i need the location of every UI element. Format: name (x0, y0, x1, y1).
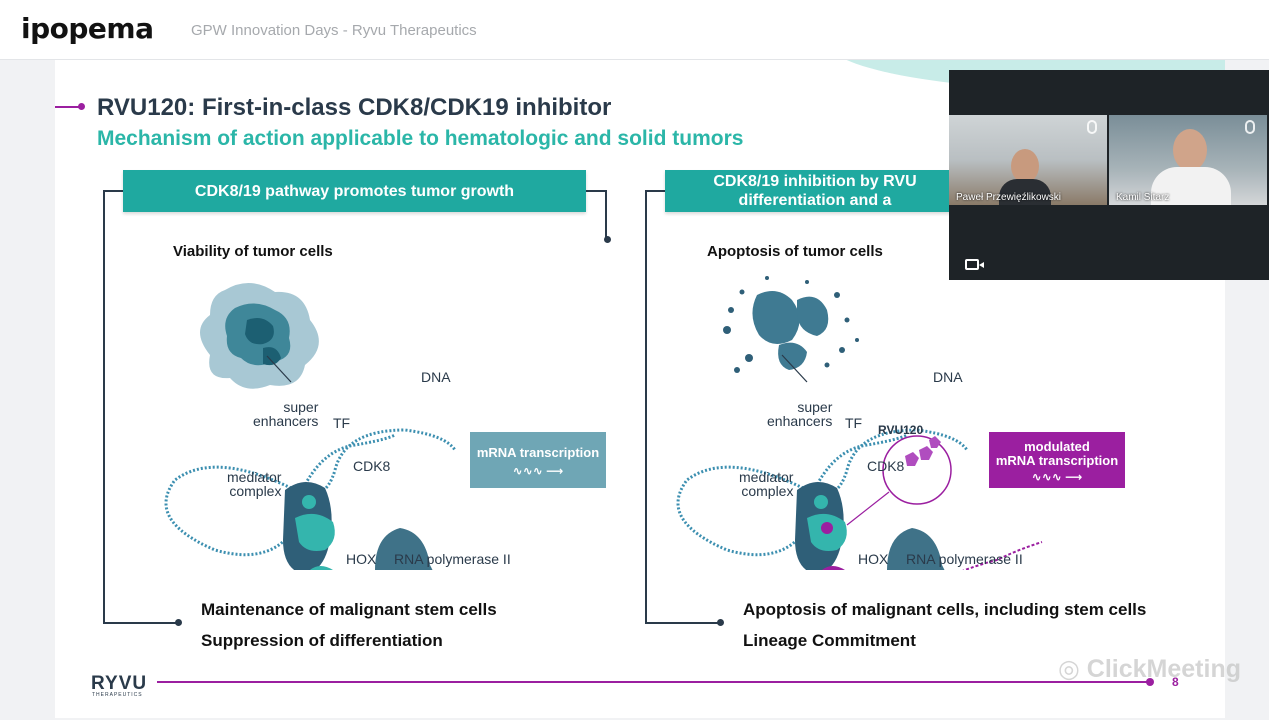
mediator-complex-icon (795, 482, 847, 570)
right-super-enhancers-text: super enhancers (767, 399, 833, 429)
right-mediator-text: mediator complex (739, 469, 794, 499)
participant-avatar (1173, 129, 1207, 171)
slide-title: RVU120: First-in-class CDK8/CDK19 inhibi… (97, 94, 612, 121)
footer-divider (157, 681, 1149, 683)
right-dna-label: DNA (933, 369, 963, 385)
right-section-label: Apoptosis of tumor cells (707, 243, 883, 260)
clickmeeting-text: ClickMeeting (1086, 655, 1241, 683)
tumor-cell-icon (200, 282, 319, 389)
participant-body (999, 179, 1051, 205)
left-cdk8-label: CDK8 (353, 458, 391, 474)
right-mrna-box: modulated mRNA transcription ∿∿∿ ⟶ (989, 432, 1125, 488)
brand-logo[interactable]: ipopema (21, 12, 154, 45)
ryvu-logo: RYVU (91, 673, 148, 694)
left-panel-bracket-top (103, 190, 123, 192)
right-mediator-label: mediator complex (739, 470, 793, 498)
right-bottom-line-1: Apoptosis of malignant cells, including … (743, 600, 1147, 619)
left-panel-bracket (103, 190, 608, 624)
rna-polymerase-icon (375, 528, 433, 570)
right-bottom-line-2: Lineage Commitment (743, 631, 916, 650)
ryvu-logo-subtitle: THERAPEUTICS (92, 692, 143, 698)
participant-name-2: Kamil Sitarz (1116, 192, 1170, 203)
camera-icon[interactable] (965, 259, 984, 270)
left-pathway-diagram (164, 282, 457, 570)
right-edge-rail (1269, 0, 1280, 720)
modulated-rna-strand (962, 541, 1043, 570)
left-bottom-line-1: Maintenance of malignant stem cells (201, 600, 497, 619)
video-tile-2[interactable]: Kamil Sitarz (1109, 115, 1267, 205)
clickmeeting-watermark: ◎ ClickMeeting (1058, 654, 1241, 684)
mediator-complex-icon (283, 482, 335, 570)
right-hox-label: HOX (858, 551, 889, 567)
page-number: 8 (1172, 675, 1179, 689)
left-mrna-arrow-icon: ∿∿∿ ⟶ (512, 464, 564, 478)
right-header-line-2: differentiation and a (738, 192, 892, 209)
right-drug-label: RVU120 (878, 423, 924, 437)
right-cdk8-label: CDK8 (867, 458, 905, 474)
left-tf-label: TF (333, 415, 351, 431)
right-mrna-text-1: modulated (1024, 439, 1090, 454)
title-marker (55, 103, 85, 110)
participant-body (1151, 167, 1231, 205)
right-panel-bracket (645, 190, 647, 624)
left-dna-label: DNA (421, 369, 451, 385)
top-bar: ipopema GPW Innovation Days - Ryvu Thera… (0, 0, 1280, 60)
right-panel-header: CDK8/19 inhibition by RVU differentiatio… (665, 170, 965, 212)
right-super-enhancers-label: super enhancers (767, 400, 832, 428)
right-header-line-1: CDK8/19 inhibition by RVU (713, 173, 917, 190)
left-panel-bracket-bottom (103, 622, 179, 624)
left-panel-bracket-right (585, 190, 607, 238)
right-mrna-arrow-icon: ∿∿∿ ⟶ (1031, 470, 1083, 484)
dna-strand (676, 428, 969, 557)
participant-avatar (1011, 149, 1039, 183)
right-bracket-dot-bottom (717, 619, 724, 626)
left-panel-header: CDK8/19 pathway promotes tumor growth (123, 170, 586, 212)
right-panel-bracket-bottom (645, 622, 721, 624)
event-title: GPW Innovation Days - Ryvu Therapeutics (191, 22, 477, 39)
video-tile-1[interactable]: Paweł Przewięźlikowski (949, 115, 1107, 205)
left-super-enhancers-label: super enhancers (253, 400, 318, 428)
left-hox-label: HOX (346, 551, 377, 567)
left-super-enhancers-text: super enhancers (253, 399, 319, 429)
right-mrna-text-2: mRNA transcription (995, 453, 1119, 468)
left-mrna-box: mRNA transcription ∿∿∿ ⟶ (470, 432, 606, 488)
rvu120-drug-icon (846, 435, 952, 526)
slide-subtitle: Mechanism of action applicable to hemato… (97, 127, 744, 150)
right-tf-label: TF (845, 415, 863, 431)
microphone-icon[interactable] (1087, 120, 1097, 134)
right-panel-bracket-top (645, 190, 665, 192)
video-panel[interactable]: Paweł Przewięźlikowski Kamil Sitarz (949, 70, 1269, 280)
left-bracket-dot-right (604, 236, 611, 243)
right-pathway-diagram (676, 276, 1043, 570)
left-bracket-dot-bottom (175, 619, 182, 626)
left-rnapol-label: RNA polymerase II (394, 551, 511, 567)
microphone-icon[interactable] (1245, 120, 1255, 134)
left-mediator-label: mediator complex (227, 470, 281, 498)
apoptotic-cell-icon (723, 276, 859, 383)
dna-strand (164, 428, 457, 557)
rna-polymerase-icon (887, 528, 945, 570)
left-mrna-text: mRNA transcription (476, 445, 600, 460)
left-mediator-text: mediator complex (227, 469, 282, 499)
footer-dot (1146, 678, 1154, 686)
participant-name-1: Paweł Przewięźlikowski (956, 192, 1062, 203)
clickmeeting-logo-icon: ◎ (1058, 655, 1080, 683)
left-section-label: Viability of tumor cells (173, 243, 333, 260)
right-rnapol-label: RNA polymerase II (906, 551, 1023, 567)
left-bottom-line-2: Suppression of differentiation (201, 631, 443, 650)
